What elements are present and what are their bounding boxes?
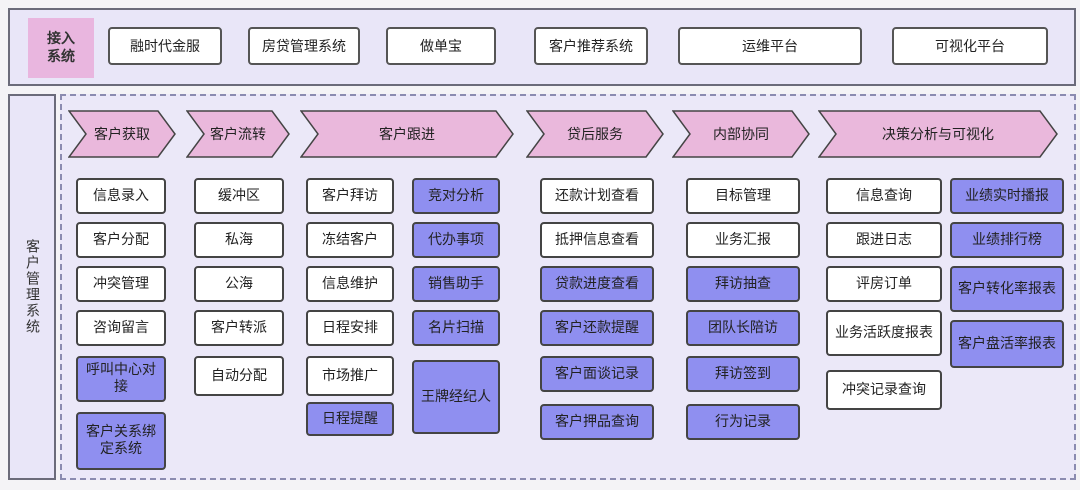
stage-arrow-shape xyxy=(526,110,664,158)
function-card: 竞对分析 xyxy=(412,178,500,214)
customer-mgmt-label: 客户管理系统 xyxy=(24,239,40,335)
function-card: 贷款进度查看 xyxy=(540,266,654,302)
stage-arrow-shape xyxy=(68,110,176,158)
function-card: 客户押品查询 xyxy=(540,404,654,440)
function-card: 拜访抽查 xyxy=(686,266,800,302)
function-card: 业绩实时播报 xyxy=(950,178,1064,214)
function-card: 呼叫中心对接 xyxy=(76,356,166,402)
function-card: 客户还款提醒 xyxy=(540,310,654,346)
function-card: 行为记录 xyxy=(686,404,800,440)
access-system-box: 可视化平台 xyxy=(892,27,1048,65)
function-card: 私海 xyxy=(194,222,284,258)
stage-arrow-shape xyxy=(672,110,810,158)
access-system-box: 客户推荐系统 xyxy=(534,27,648,65)
stage-arrow: 内部协同 xyxy=(672,110,810,158)
function-card: 客户转派 xyxy=(194,310,284,346)
stage-arrow: 决策分析与可视化 xyxy=(818,110,1058,158)
function-card: 市场推广 xyxy=(306,356,394,396)
function-card: 客户分配 xyxy=(76,222,166,258)
function-card: 咨询留言 xyxy=(76,310,166,346)
access-system-box: 做单宝 xyxy=(386,27,496,65)
access-system-box: 运维平台 xyxy=(678,27,862,65)
stage-arrow: 客户获取 xyxy=(68,110,176,158)
function-card: 信息查询 xyxy=(826,178,942,214)
stage-arrow-shape xyxy=(818,110,1058,158)
function-card: 冻结客户 xyxy=(306,222,394,258)
stage-label: 客户获取 xyxy=(94,127,150,143)
access-system-box: 融时代金服 xyxy=(108,27,222,65)
function-card: 销售助手 xyxy=(412,266,500,302)
function-card: 客户关系绑定系统 xyxy=(76,412,166,470)
function-card: 日程安排 xyxy=(306,310,394,346)
stage-arrow: 客户跟进 xyxy=(300,110,514,158)
function-card: 客户转化率报表 xyxy=(950,266,1064,312)
function-card: 评房订单 xyxy=(826,266,942,302)
customer-mgmt-side-panel xyxy=(8,94,56,480)
function-card: 王牌经纪人 xyxy=(412,360,500,434)
function-card: 冲突记录查询 xyxy=(826,370,942,410)
stage-label: 贷后服务 xyxy=(567,127,623,143)
function-card: 目标管理 xyxy=(686,178,800,214)
function-card: 业绩排行榜 xyxy=(950,222,1064,258)
function-card: 客户盘活率报表 xyxy=(950,320,1064,368)
stage-label: 内部协同 xyxy=(713,127,769,143)
function-card: 自动分配 xyxy=(194,356,284,396)
stage-arrow-shape xyxy=(186,110,290,158)
function-card: 跟进日志 xyxy=(826,222,942,258)
function-card: 缓冲区 xyxy=(194,178,284,214)
function-card: 抵押信息查看 xyxy=(540,222,654,258)
stage-arrow-shape xyxy=(300,110,514,158)
stage-label: 决策分析与可视化 xyxy=(882,127,994,143)
function-card: 还款计划查看 xyxy=(540,178,654,214)
function-card: 客户面谈记录 xyxy=(540,356,654,392)
function-card: 业务汇报 xyxy=(686,222,800,258)
function-card: 信息维护 xyxy=(306,266,394,302)
function-card: 客户拜访 xyxy=(306,178,394,214)
access-system-box: 房贷管理系统 xyxy=(248,27,360,65)
function-card: 代办事项 xyxy=(412,222,500,258)
function-card: 信息录入 xyxy=(76,178,166,214)
function-card: 日程提醒 xyxy=(306,402,394,436)
stage-arrow: 贷后服务 xyxy=(526,110,664,158)
function-card: 公海 xyxy=(194,266,284,302)
stage-arrow: 客户流转 xyxy=(186,110,290,158)
function-card: 拜访签到 xyxy=(686,356,800,392)
function-card: 名片扫描 xyxy=(412,310,500,346)
function-card: 冲突管理 xyxy=(76,266,166,302)
function-card: 业务活跃度报表 xyxy=(826,310,942,356)
function-card: 团队长陪访 xyxy=(686,310,800,346)
access-systems-label: 接入系统 xyxy=(28,18,94,78)
stage-label: 客户跟进 xyxy=(379,127,435,143)
stage-label: 客户流转 xyxy=(210,127,266,143)
